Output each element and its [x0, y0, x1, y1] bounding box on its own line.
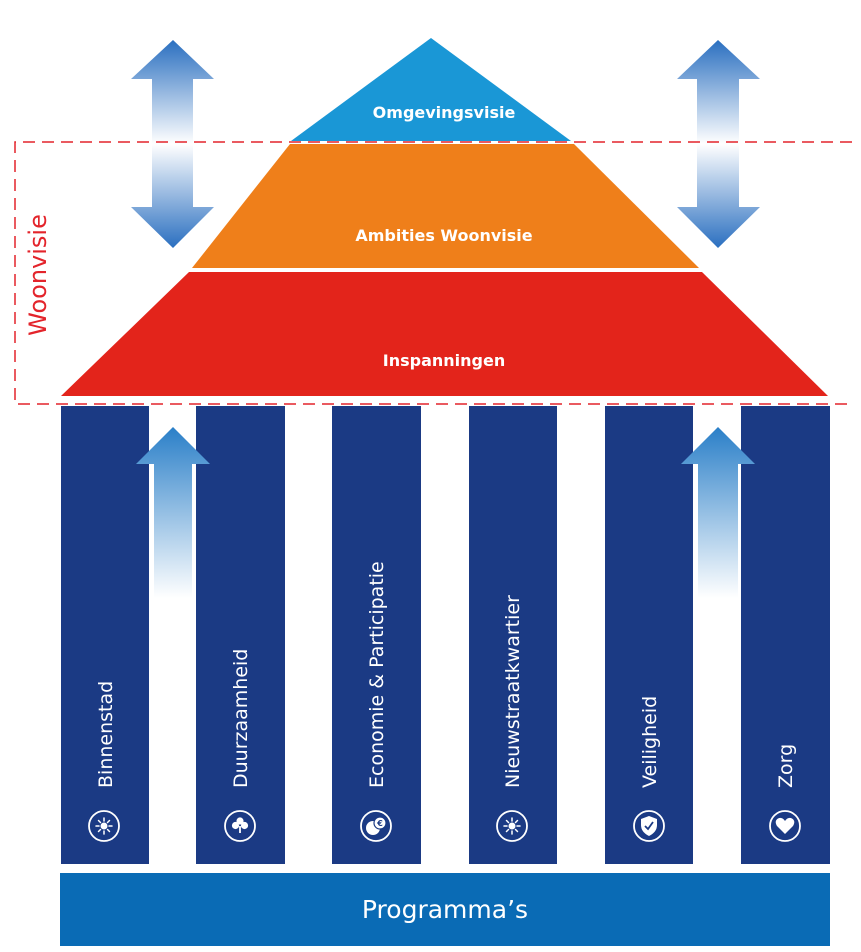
pillar-1: Binnenstad [61, 406, 149, 864]
pillar-3-label: Economie & Participatie [366, 561, 388, 788]
up-arrow-left [136, 427, 210, 598]
svg-text:€: € [376, 819, 383, 828]
woonvisie-dashed-frame [14, 141, 852, 405]
pyramid-middle [192, 144, 699, 268]
pillar-3: Economie & Participatie € [332, 406, 421, 864]
pyramid-middle-label: Ambities Woonvisie [355, 226, 532, 245]
sun-icon [88, 810, 120, 842]
double-arrow-right [677, 40, 760, 248]
pillar-5-label: Veiligheid [639, 696, 661, 788]
pillar-2-label: Duurzaamheid [230, 649, 252, 788]
heart-icon [769, 810, 801, 842]
pillar-1-label: Binnenstad [95, 681, 117, 788]
pyramid-bottom [61, 272, 828, 396]
sun-icon [496, 810, 528, 842]
euro-coins-icon: € [360, 810, 392, 842]
shield-check-icon [633, 810, 665, 842]
pillar-4-label: Nieuwstraatkwartier [502, 595, 524, 788]
pillar-6-label: Zorg [775, 744, 797, 788]
pillar-5: Veiligheid [605, 406, 693, 864]
pillar-6: Zorg [741, 406, 830, 864]
woonvisie-label: Woonvisie [24, 214, 52, 336]
clover-icon [224, 810, 256, 842]
pillar-2: Duurzaamheid [196, 406, 285, 864]
programmas-label: Programma’s [362, 895, 528, 924]
pyramid-top-label: Omgevingsvisie [373, 103, 516, 122]
pyramid-top [291, 38, 571, 141]
double-arrow-left [131, 40, 214, 248]
pillar-4: Nieuwstraatkwartier [469, 406, 557, 864]
programmas-base [60, 873, 830, 946]
pyramid-bottom-label: Inspanningen [383, 351, 505, 370]
up-arrow-right [681, 427, 755, 598]
